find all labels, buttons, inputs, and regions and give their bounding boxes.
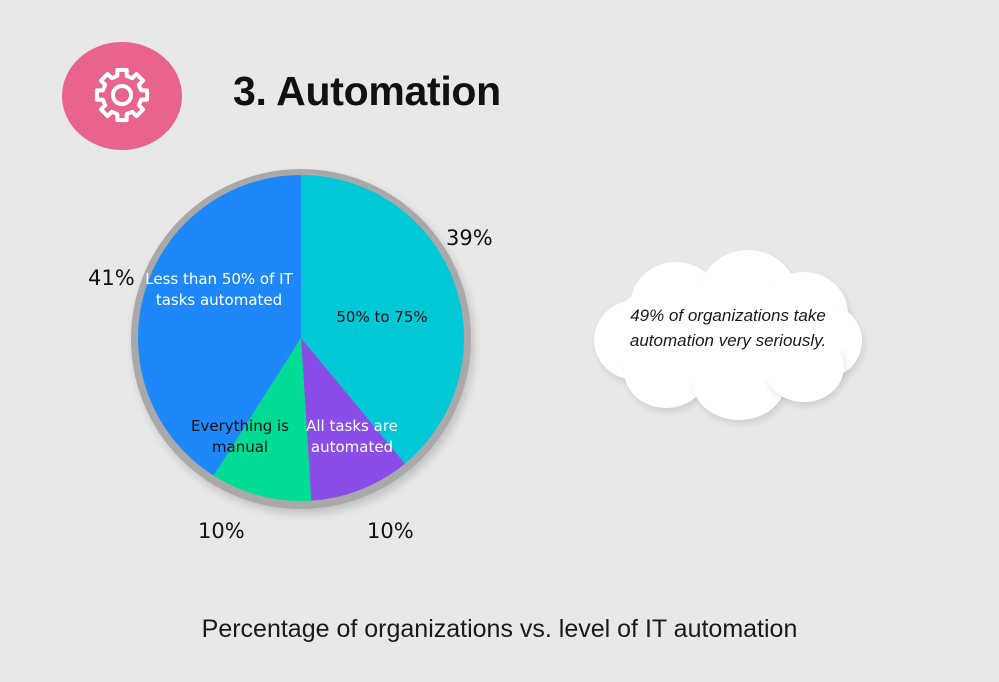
pie-value-label-3: 41% bbox=[88, 266, 135, 290]
page-title: 3. Automation bbox=[233, 68, 501, 114]
pie-value-label-2: 10% bbox=[198, 519, 245, 543]
pie-slice-1[interactable] bbox=[301, 338, 405, 501]
gear-icon-badge bbox=[62, 42, 182, 150]
pie-slice-0[interactable] bbox=[301, 175, 464, 464]
chart-caption: Percentage of organizations vs. level of… bbox=[201, 615, 798, 643]
pie-slice-3[interactable] bbox=[138, 175, 301, 476]
header: 3. Automation bbox=[0, 0, 999, 170]
cloud-callout-text: 49% of organizations take automation ver… bbox=[629, 306, 827, 350]
gear-icon bbox=[91, 65, 153, 127]
cloud-body bbox=[612, 288, 844, 380]
pie-value-label-1: 10% bbox=[367, 519, 414, 543]
pie-value-label-0: 39% bbox=[446, 226, 493, 250]
pie-slices bbox=[138, 175, 464, 501]
pie-chart: 50% to 75% All tasks are automated Every… bbox=[131, 169, 471, 509]
pie-slice-2[interactable] bbox=[213, 338, 312, 501]
cloud-callout: 49% of organizations take automation ver… bbox=[594, 248, 862, 420]
